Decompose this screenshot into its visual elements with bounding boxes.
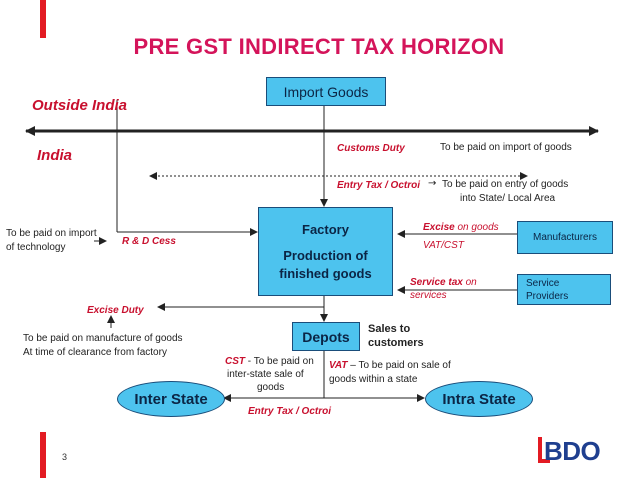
logo-bracket bbox=[538, 437, 542, 463]
excise-duty-label: Excise Duty bbox=[87, 305, 144, 316]
sales-label-1: Sales to bbox=[368, 323, 411, 335]
india-label: India bbox=[37, 147, 73, 164]
cst-line-3: goods bbox=[257, 382, 285, 393]
services-label: services bbox=[410, 290, 447, 301]
inter-state-ellipse: Inter State bbox=[117, 381, 225, 417]
entry-tax-arrow: → bbox=[428, 178, 437, 189]
entry-tax-label-1: Entry Tax / Octroi bbox=[337, 180, 420, 191]
rd-cess-label: R & D Cess bbox=[122, 236, 176, 247]
cst-rest: - To be paid on bbox=[245, 356, 314, 367]
service-providers-box: Service Providers bbox=[517, 274, 611, 305]
rd-note-2: of technology bbox=[6, 242, 66, 253]
cst-strong: CST bbox=[225, 356, 245, 367]
excise-on-goods-label: Excise on goods bbox=[423, 221, 499, 235]
service-providers-label: Service Providers bbox=[526, 277, 569, 302]
entry-tax-note-2: into State/ Local Area bbox=[460, 193, 556, 204]
factory-title: Factory bbox=[302, 221, 349, 237]
excise-rest: on goods bbox=[457, 222, 499, 233]
outside-india-label: Outside India bbox=[32, 97, 128, 114]
factory-box: Factory Production of finished goods bbox=[258, 207, 393, 296]
vat-line-2: goods within a state bbox=[329, 374, 418, 385]
import-goods-label: Import Goods bbox=[283, 83, 369, 100]
customs-duty-label: Customs Duty bbox=[337, 143, 405, 154]
vat-cst-label: VAT/CST bbox=[423, 240, 464, 251]
service-strong: Service tax bbox=[410, 277, 463, 288]
excise-note-1: To be paid on manufacture of goods bbox=[23, 333, 183, 344]
excise-strong: Excise bbox=[423, 222, 455, 233]
manufacturers-box: Manufacturers bbox=[517, 221, 613, 254]
slide-title: PRE GST INDIRECT TAX HORIZON bbox=[133, 34, 505, 59]
factory-subtitle: Production of finished goods bbox=[279, 248, 372, 281]
cst-label: CST - To be paid on bbox=[225, 355, 314, 369]
service-tax-label: Service tax on bbox=[410, 276, 477, 290]
vat-label: VAT – To be paid on sale of bbox=[329, 359, 451, 373]
service-rest: on bbox=[465, 277, 477, 288]
manufacturers-label: Manufacturers bbox=[533, 232, 597, 243]
entry-tax-note-1: To be paid on entry of goods bbox=[442, 179, 569, 190]
excise-note-2: At time of clearance from factory bbox=[23, 347, 167, 358]
cst-line-2: inter-state sale of bbox=[227, 369, 304, 380]
entry-tax-label-2: Entry Tax / Octroi bbox=[248, 406, 331, 417]
bdo-logo: BDO bbox=[544, 436, 601, 466]
depots-label: Depots bbox=[302, 328, 350, 345]
top-red-bar bbox=[40, 0, 46, 38]
rd-note-1: To be paid on import bbox=[6, 228, 97, 239]
import-goods-box: Import Goods bbox=[266, 77, 386, 106]
bottom-red-bar bbox=[40, 432, 46, 478]
intra-state-label: Intra State bbox=[442, 390, 516, 408]
logo-bracket-foot bbox=[538, 459, 550, 463]
vat-strong: VAT bbox=[329, 360, 348, 371]
sales-label-2: customers bbox=[368, 337, 424, 349]
page-number: 3 bbox=[62, 452, 68, 462]
customs-note: To be paid on import of goods bbox=[440, 142, 572, 153]
depots-box: Depots bbox=[292, 322, 360, 351]
inter-state-label: Inter State bbox=[134, 390, 208, 408]
vat-rest: – To be paid on sale of bbox=[347, 360, 451, 371]
intra-state-ellipse: Intra State bbox=[425, 381, 533, 417]
